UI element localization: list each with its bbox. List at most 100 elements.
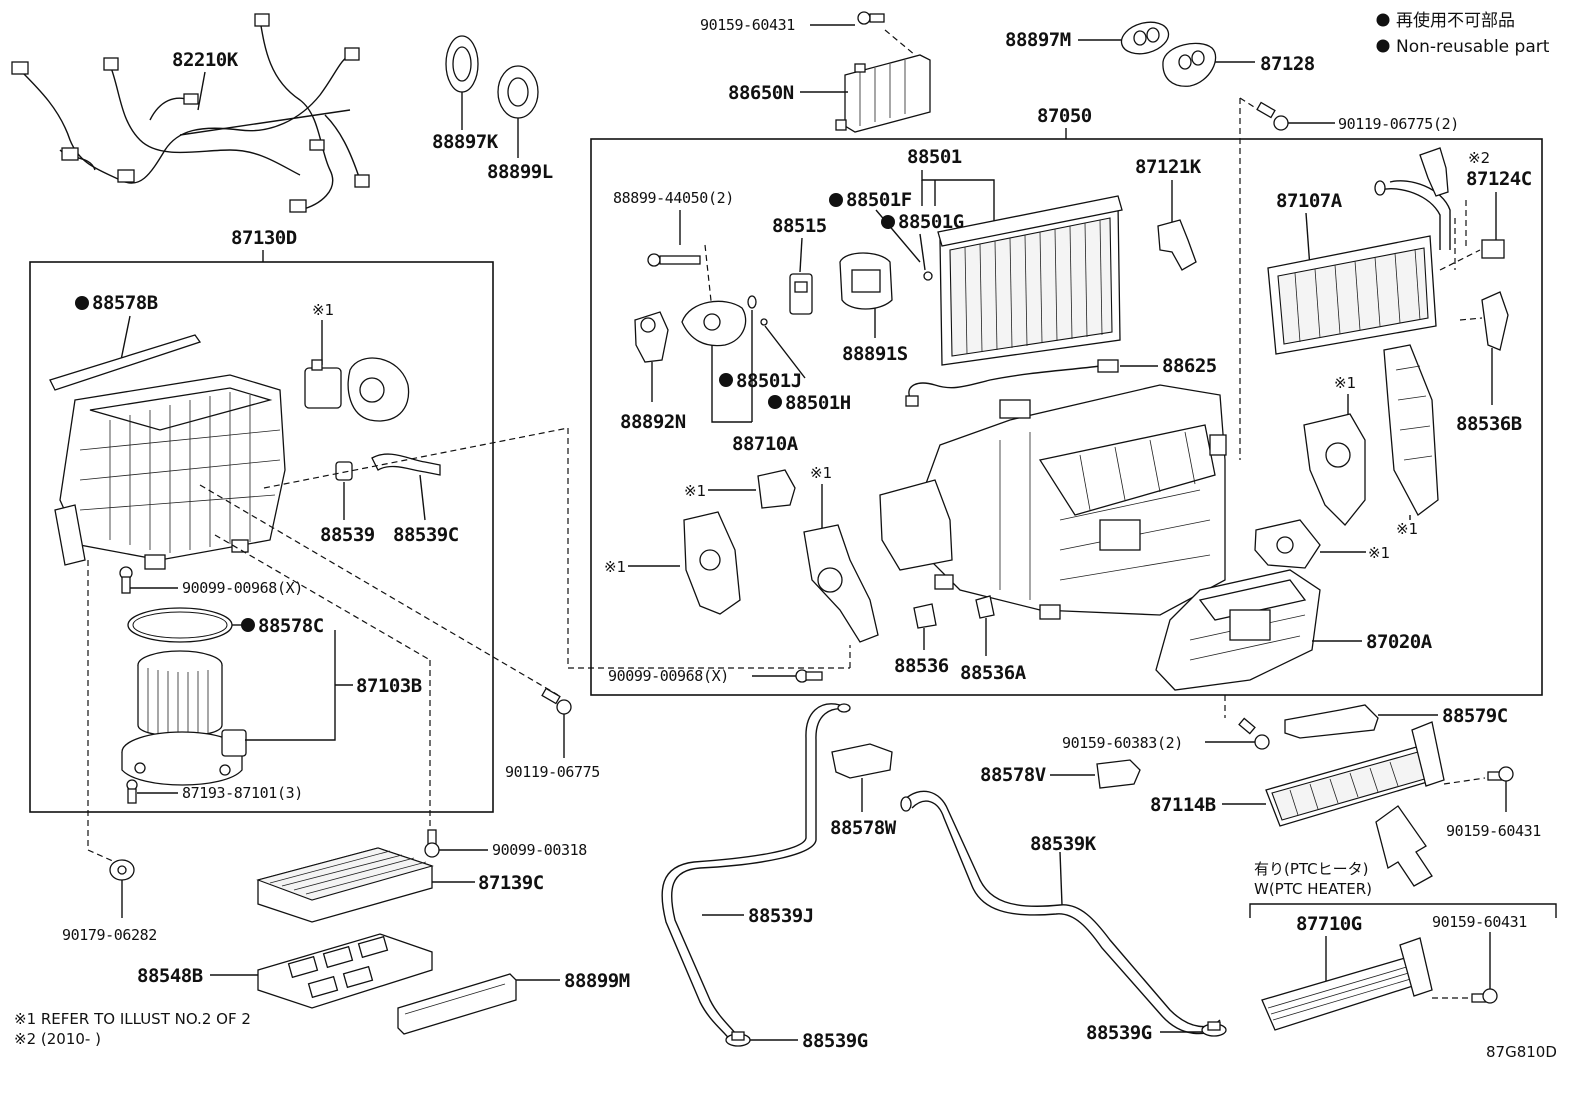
seal-88897K: [445, 35, 479, 93]
blower-motor-87103B: [121, 650, 247, 786]
label-90159-60431-bot: 90159-60431: [1432, 913, 1527, 931]
label-88897K: 88897K: [432, 131, 499, 153]
bolt-90099-00968-right: [795, 669, 823, 683]
non-reusable-bullet-icon: [768, 395, 782, 409]
bolt-90159-60431-bot: [1471, 988, 1498, 1004]
screw-87193-87101: [126, 779, 138, 804]
ptc-heater-87710G: [1261, 937, 1433, 1031]
bracket-top-right: [1419, 147, 1449, 197]
tray-88548B: [257, 933, 433, 1009]
bracket-88536B: [1481, 291, 1509, 351]
ref-mark: ※2: [1468, 149, 1490, 167]
valve-88710A: [681, 295, 757, 347]
non-reusable-bullet-icon: [1376, 13, 1390, 27]
label-90159-60431-top: 90159-60431: [700, 16, 795, 34]
arrow-up-icon: [1375, 805, 1433, 887]
note-ref1: ※1 REFER TO ILLUST NO.2 OF 2: [14, 1010, 251, 1028]
clip-90179-06282: [109, 859, 135, 881]
label-87107A: 87107A: [1276, 190, 1343, 212]
sensor-88515: [789, 273, 813, 315]
bracket-87121K: [1157, 219, 1197, 271]
label-88536A: 88536A: [960, 662, 1027, 684]
label-87124C: 87124C: [1466, 168, 1532, 190]
bolt-90099-00968-left: [119, 566, 133, 594]
label-90099-00318: 90099-00318: [492, 841, 587, 859]
label-88899M: 88899M: [564, 970, 630, 992]
label-87130D: 87130D: [231, 227, 297, 249]
bolt-90119-06775-2: [1256, 101, 1289, 131]
label-88891S: 88891S: [842, 343, 908, 365]
ref-mark: ※1: [1396, 520, 1418, 538]
label-88536: 88536: [894, 655, 949, 677]
diagram-code: 87G810D: [1486, 1043, 1557, 1061]
label-88536B: 88536B: [1456, 413, 1522, 435]
motor-88892N: [634, 311, 669, 363]
bolt-90099-00318: [424, 829, 440, 858]
label-87020A: 87020A: [1366, 631, 1433, 653]
label-90119-06775: 90119-06775: [505, 763, 600, 781]
label-82210K: 82210K: [172, 49, 239, 71]
label-87128: 87128: [1260, 53, 1315, 75]
ref-mark: ※1: [1334, 374, 1356, 392]
ref-mark: ※1: [1368, 544, 1390, 562]
label-90179-06282: 90179-06282: [62, 926, 157, 944]
control-module-88650N: [835, 54, 931, 133]
grommet-88897M: [1120, 21, 1170, 55]
label-88539G-left: 88539G: [802, 1030, 868, 1052]
seal-88899L: [497, 65, 539, 119]
label-90119-06775-2: 90119-06775(2): [1338, 115, 1459, 133]
non-reusable-bullet-icon: [719, 373, 733, 387]
label-88539: 88539: [320, 524, 375, 546]
grommet-88539G-left: [725, 1031, 751, 1047]
actuator-ref1: [1254, 519, 1321, 569]
label-88501J: 88501J: [736, 370, 802, 392]
label-88501F: 88501F: [846, 189, 912, 211]
label-88578C: 88578C: [258, 615, 324, 637]
ptc-label-en: W(PTC HEATER): [1254, 880, 1372, 898]
bolt-90119-06775: [541, 687, 572, 715]
grommet-88539G-right: [1201, 1021, 1227, 1037]
bolt-90159-60431-top: [857, 11, 885, 25]
label-88650N: 88650N: [728, 82, 794, 104]
label-88578W: 88578W: [830, 817, 897, 839]
label-88897M: 88897M: [1005, 29, 1071, 51]
actuator-ref1: [757, 469, 796, 509]
clip-88578W: [831, 743, 893, 779]
label-87710G: 87710G: [1296, 913, 1362, 935]
seal-strip-88578B: [49, 334, 202, 391]
hvac-housing: [879, 384, 1227, 620]
module-88891S: [839, 252, 893, 310]
label-90099-00968X-right: 90099-00968(X): [608, 667, 729, 685]
label-88892N: 88892N: [620, 411, 686, 433]
cover-88579C: [1284, 704, 1379, 739]
hose-88539K: [900, 790, 1221, 1035]
label-88899-44050-2: 88899-44050(2): [613, 189, 734, 207]
evaporator-88501: [937, 195, 1123, 366]
label-88539J: 88539J: [748, 905, 814, 927]
actuator-ref1: [683, 511, 741, 615]
duct-88539: [335, 461, 353, 481]
hose-88539J: [661, 703, 851, 1041]
legend: 再使用不可部品 Non-reusable part: [1376, 10, 1550, 57]
label-88501: 88501: [907, 146, 962, 168]
ref-mark: ※1: [810, 464, 832, 482]
ring-88578C: [127, 607, 233, 643]
label-88578B: 88578B: [92, 292, 158, 314]
ptc-label-jp: 有り(PTCヒータ): [1254, 860, 1369, 878]
legend-jp: 再使用不可部品: [1396, 10, 1515, 31]
clip-88578V: [1096, 759, 1141, 789]
legend-en: Non-reusable part: [1396, 37, 1550, 57]
label-90159-60383-2: 90159-60383(2): [1062, 734, 1183, 752]
label-88539C: 88539C: [393, 524, 459, 546]
label-87103B: 87103B: [356, 675, 422, 697]
label-87139C: 87139C: [478, 872, 544, 894]
label-88899L: 88899L: [487, 161, 553, 183]
label-88625: 88625: [1162, 355, 1217, 377]
non-reusable-bullet-icon: [75, 296, 89, 310]
hose-88539C: [371, 453, 441, 476]
damper-link-right: [1383, 344, 1439, 516]
ref-mark: ※1: [604, 558, 626, 576]
screw-88899-44050: [647, 253, 701, 267]
ref-mark: ※1: [684, 482, 706, 500]
group-box-87130D: [29, 261, 494, 813]
